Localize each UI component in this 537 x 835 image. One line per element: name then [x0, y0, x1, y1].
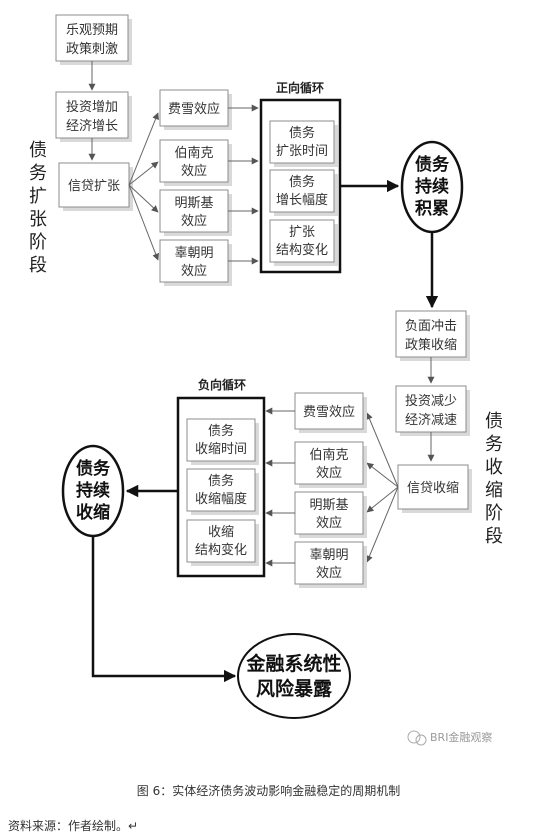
accumulate-line-1: 债务: [415, 154, 450, 175]
investment-down-line-1: 投资减少: [405, 393, 457, 409]
shock-line-1: 负面冲击: [405, 319, 457, 334]
watermark: BRI金融观察: [407, 730, 492, 746]
credit-expansion-box: 信贷扩张: [58, 162, 133, 211]
bernanke-effect-box-contraction: 伯南克 效应: [294, 441, 367, 488]
minsky-effect-box-contraction: 明斯基 效应: [294, 491, 367, 538]
minsky-effect-box: 明斯基 效应: [159, 189, 232, 236]
positive-item-2-line-2: 增长幅度: [276, 192, 328, 208]
minsky-line-2-b: 效应: [316, 515, 342, 531]
credit-contraction-label: 信贷收缩: [407, 480, 459, 496]
kuznets-effect-box-contraction: 辜朝明 效应: [294, 541, 367, 588]
shock-line-2: 政策收缩: [405, 337, 457, 353]
minsky-line-1: 明斯基: [174, 196, 213, 211]
optimism-line-2: 政策刺激: [66, 41, 118, 57]
bernanke-line-2: 效应: [181, 163, 207, 179]
bernanke-line-2-b: 效应: [316, 465, 342, 481]
negative-item-2-line-2: 收缩幅度: [195, 491, 247, 507]
negative-item-1-line-2: 收缩时间: [195, 441, 247, 457]
contraction-stage-char: 债: [485, 411, 503, 432]
investment-decline-box: 投资减少 经济减速: [395, 385, 470, 436]
expansion-stage-char: 段: [29, 255, 47, 276]
positive-item-3-line-1: 扩张: [289, 225, 315, 240]
expansion-stage-char: 务: [29, 163, 47, 184]
minsky-line-1-b: 明斯基: [309, 498, 348, 513]
expansion-stage-label: 债 务 扩 张 阶 段: [29, 140, 47, 276]
investment-line-2: 经济增长: [66, 119, 118, 134]
risk-line-2: 风险暴露: [256, 677, 333, 700]
optimism-line-1: 乐观预期: [66, 23, 118, 38]
contraction-stage-char: 收: [485, 457, 503, 478]
kuznets-line-1: 辜朝明: [174, 246, 213, 261]
fisher-effect-label: 费雪效应: [168, 101, 220, 117]
accumulate-line-2: 持续: [415, 176, 449, 197]
kuznets-effect-box: 辜朝明 效应: [159, 239, 232, 286]
negative-cycle-frame: [176, 396, 266, 578]
positive-item-3-line-2: 结构变化: [276, 242, 328, 258]
bernanke-line-1: 伯南克: [174, 145, 213, 161]
debt-contraction-ellipse: 债务 持续 收缩: [61, 444, 125, 538]
fisher-effect-box: 费雪效应: [159, 89, 232, 130]
watermark-text: BRI金融观察: [430, 730, 492, 744]
positive-cycle-group: 正向循环 债务 扩张时间 债务 增长幅度 扩张 结构变化: [259, 80, 342, 274]
contract-line-2: 持续: [76, 480, 110, 501]
debt-cycle-diagram: 债 务 扩 张 阶 段 债 务 收 缩 阶 段 乐观预期 政策刺激 投资增加 经…: [29, 14, 503, 746]
positive-item-2-line-1: 债务: [289, 174, 315, 190]
negative-item-1-line-1: 债务: [208, 423, 234, 439]
source-note: 资料来源：作者绘制。↵: [8, 819, 139, 833]
credit-expansion-label: 信贷扩张: [68, 179, 120, 194]
negative-cycle-group: 负向循环 债务 收缩时间 债务 收缩幅度 收缩 结构变化: [176, 377, 266, 578]
negative-item-3-line-2: 结构变化: [195, 542, 247, 558]
contraction-stage-char: 务: [485, 434, 503, 455]
fisher-effect-box-contraction: 费雪效应: [294, 392, 367, 433]
systemic-risk-ellipse: 金融系统性 风险暴露: [237, 633, 351, 719]
bernanke-line-1-b: 伯南克: [309, 447, 348, 463]
negative-item-2-line-1: 债务: [208, 473, 234, 489]
expansion-stage-char: 扩: [29, 186, 47, 207]
negative-shock-box: 负面冲击 政策收缩: [395, 310, 470, 361]
contraction-stage-char: 缩: [485, 480, 503, 501]
kuznets-line-2-b: 效应: [316, 565, 342, 581]
bernanke-effect-box: 伯南克 效应: [159, 139, 232, 186]
kuznets-line-2: 效应: [181, 263, 207, 279]
positive-item-1-line-2: 扩张时间: [276, 144, 328, 159]
investment-growth-box: 投资增加 经济增长: [55, 91, 132, 142]
contract-line-3: 收缩: [76, 502, 110, 523]
figure-caption: 图 6：实体经济债务波动影响金融稳定的周期机制: [136, 784, 401, 798]
fisher-effect-label-2: 费雪效应: [303, 404, 355, 420]
credit-contraction-box: 信贷收缩: [397, 464, 472, 513]
accumulate-line-3: 积累: [415, 199, 449, 219]
minsky-line-2: 效应: [181, 213, 207, 229]
expansion-stage-char: 债: [29, 140, 47, 161]
risk-line-1: 金融系统性: [245, 652, 341, 675]
contraction-stage-label: 债 务 收 缩 阶 段: [485, 411, 503, 547]
investment-down-line-2: 经济减速: [405, 413, 457, 428]
optimism-box: 乐观预期 政策刺激: [55, 14, 132, 65]
wechat-icon: [407, 730, 421, 744]
positive-item-1-line-1: 债务: [289, 125, 315, 141]
contraction-stage-char: 段: [485, 526, 503, 547]
expansion-stage-char: 阶: [29, 232, 47, 253]
negative-cycle-title: 负向循环: [198, 377, 246, 392]
positive-cycle-title: 正向循环: [276, 80, 324, 95]
negative-item-3-line-1: 收缩: [208, 524, 234, 540]
contraction-stage-char: 阶: [485, 503, 503, 524]
expansion-stage-char: 张: [29, 209, 47, 230]
contract-line-1: 债务: [76, 458, 111, 479]
investment-line-1: 投资增加: [66, 99, 118, 115]
debt-accumulation-ellipse: 债务 持续 积累: [400, 140, 464, 234]
kuznets-line-1-b: 辜朝明: [309, 548, 348, 563]
